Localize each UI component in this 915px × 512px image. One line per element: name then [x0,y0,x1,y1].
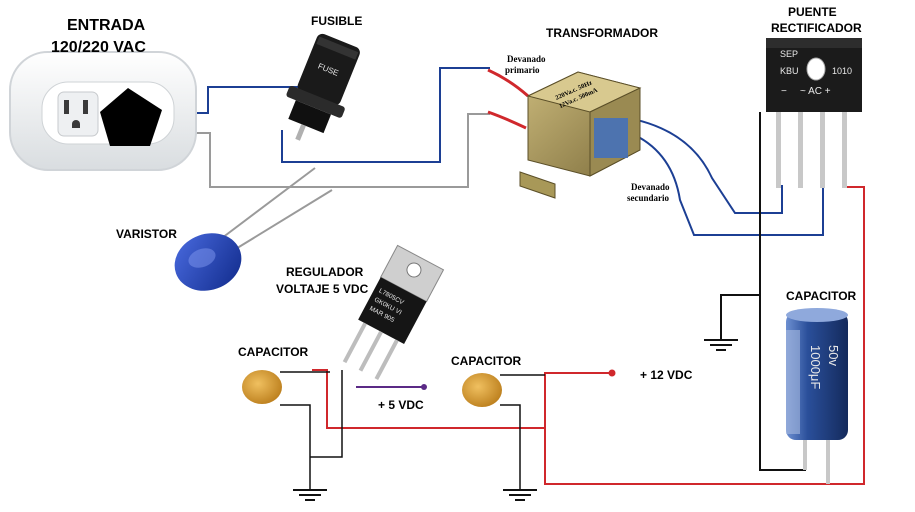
bridge-model-prefix: KBU [780,66,799,76]
devanado-primario-label-1: Devanado [507,54,546,64]
wire-primary-red-1 [487,68,529,98]
ground-symbol-mid [503,489,537,501]
bridge-brand: SEP [780,49,798,59]
capacitor-left-label: CAPACITOR [238,345,309,359]
regulador-label-2: VOLTAJE 5 VDC [276,282,369,296]
fuse-holder: FUSE [286,33,360,141]
regulador-label-1: REGULADOR [286,265,364,279]
wire-regulator-ground [310,370,343,458]
wire-primary-red-2 [487,110,527,130]
capacitor-capacitance-mark: 1000μF [808,345,823,389]
wire-varistor-lead-2 [233,189,333,251]
varistor-label: VARISTOR [116,227,177,241]
ground-symbol-left [293,489,327,501]
wire-bridge-minus [759,112,806,471]
rectificador-label: RECTIFICADOR [771,21,862,35]
capacitor-mid-label: CAPACITOR [451,354,522,368]
transformer: 220Va.c. 50Hz 12Va.c. 500mA [519,71,642,199]
node-12v [608,369,616,377]
ceramic-capacitor-mid [462,373,502,407]
plug-icon [100,88,162,146]
output-5v-label: + 5 VDC [378,398,424,412]
electrolytic-capacitor: 50v 1000μF [786,308,848,484]
wire-secondary-blue-1 [627,117,783,214]
devanado-secundario-label-2: secundario [627,193,670,203]
transformador-label: TRANSFORMADOR [546,26,658,40]
wire-ground-bridge [720,294,760,340]
bridge-rectifier: SEP KBU 1010 − ~ AC + [766,38,862,188]
wire-12v-to-regulator [312,369,545,429]
entrada-voltage-label: 120/220 VAC [51,39,146,56]
capacitor-voltage-mark: 50v [826,345,841,366]
wire-fuse-to-primary [281,67,490,163]
bridge-model-suffix: 1010 [832,66,852,76]
ceramic-capacitor-left [242,370,282,404]
wire-left-cap-bottom [280,404,311,490]
wire-mid-cap-bottom [500,404,521,490]
puente-label: PUENTE [788,5,837,19]
varistor [174,233,242,291]
wire-varistor-lead-1 [221,167,316,239]
capacitor-right-label: CAPACITOR [786,289,857,303]
devanado-primario-label-2: primario [505,65,540,75]
bridge-minus-mark: − [781,86,787,97]
ground-symbol-bridge [704,339,738,351]
node-5v [421,384,427,390]
entrada-label: ENTRADA [67,17,146,34]
voltage-regulator: L7805CV GK0KU VI MAR 905 [342,244,445,381]
wire-neutral-outlet-to-transformer [165,113,490,188]
fusible-label: FUSIBLE [311,14,362,28]
bridge-pin-marks: ~ AC + [800,86,831,97]
output-12v-label: + 12 VDC [640,368,693,382]
wall-outlet [9,51,197,171]
devanado-secundario-label-1: Devanado [631,182,670,192]
